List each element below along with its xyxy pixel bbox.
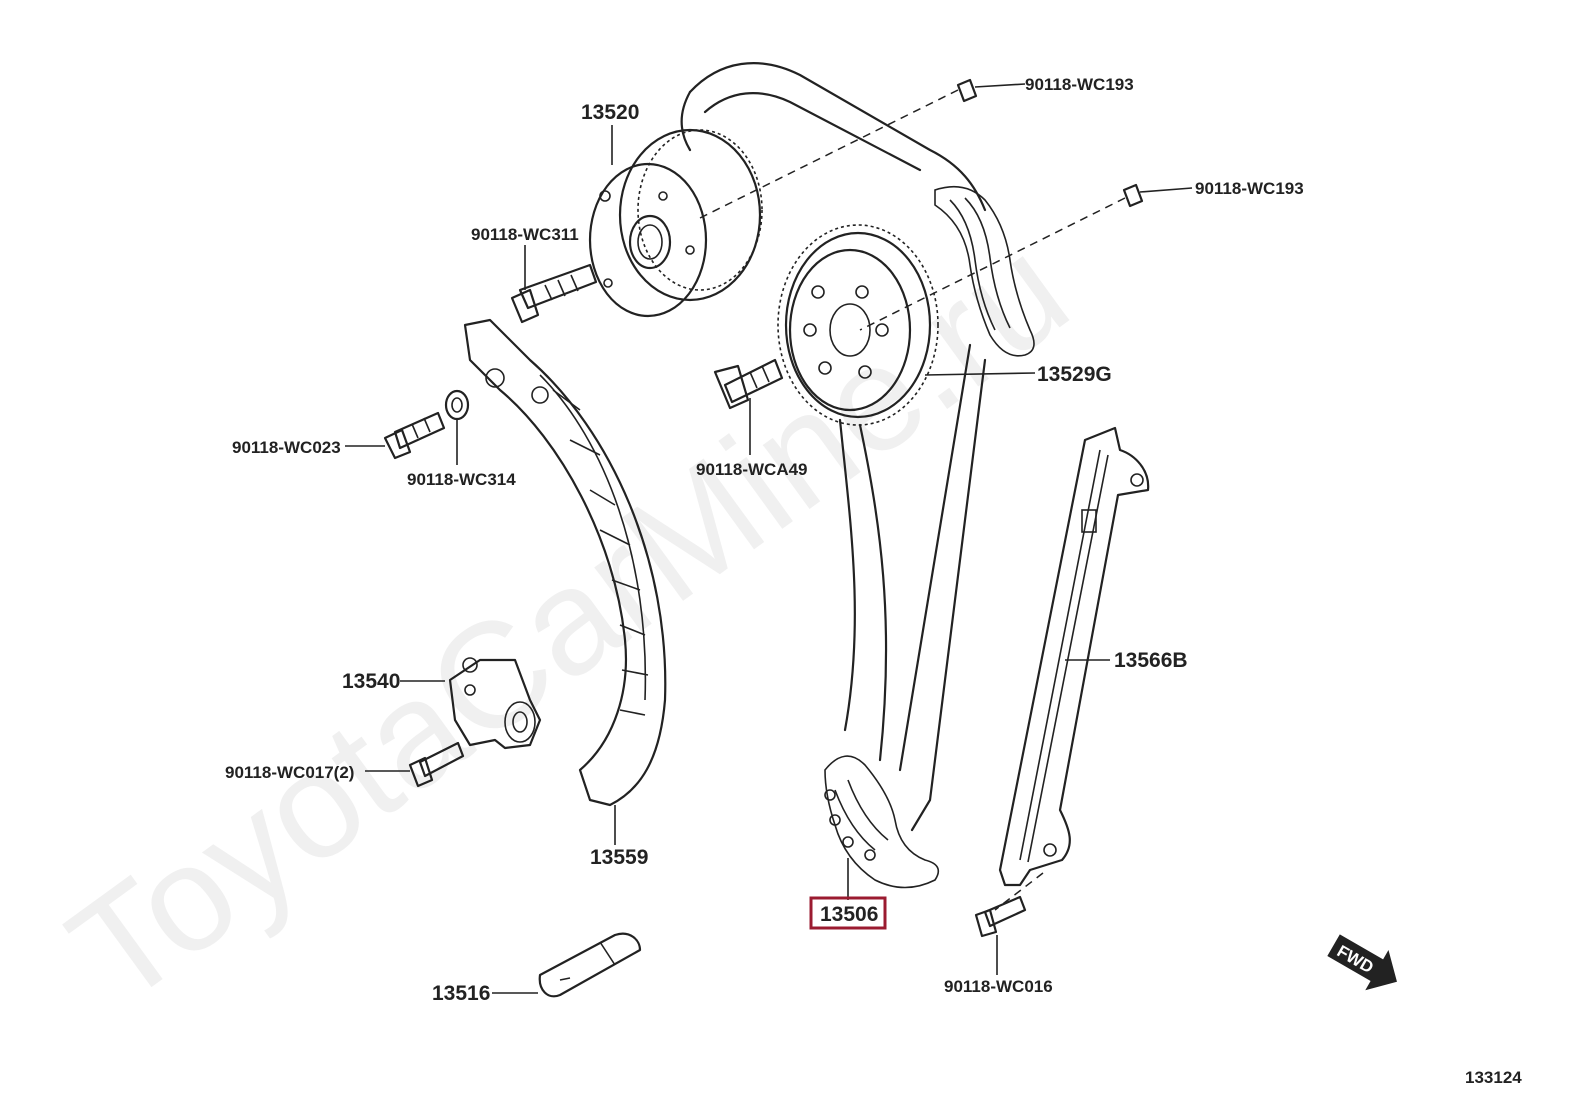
label-13529g: 13529G <box>1037 363 1112 386</box>
chain-guide-13559 <box>463 318 667 807</box>
label-90118-wc017: 90118-WC017(2) <box>225 763 354 782</box>
highlight-box-13506 <box>809 896 887 930</box>
dowel-90118-wc193-a <box>956 78 978 103</box>
washer-90118-wc314 <box>444 389 470 421</box>
cam-timing-gear-13520 <box>588 128 763 318</box>
bolt-90118-wc017 <box>408 741 465 788</box>
label-90118-wc314: 90118-WC314 <box>407 470 516 489</box>
label-13566b: 13566B <box>1114 649 1188 672</box>
bolt-90118-wca49 <box>713 358 784 410</box>
label-90118-wca49: 90118-WCA49 <box>696 460 808 479</box>
pin-13516 <box>538 932 642 998</box>
bolt-90118-wc311 <box>510 263 598 324</box>
timing-chain-drawing <box>680 62 1035 889</box>
watermark: ToyotaCarMine.ru <box>40 204 1096 1036</box>
label-90118-wc193-a: 90118-WC193 <box>1025 75 1134 94</box>
label-90118-wc023: 90118-WC023 <box>232 438 341 457</box>
label-13516: 13516 <box>432 982 490 1005</box>
dowel-90118-wc193-b <box>1122 183 1144 208</box>
cam-sprocket-13529g <box>777 224 939 426</box>
chain-tensioner-13540 <box>448 657 542 750</box>
label-90118-wc016: 90118-WC016 <box>944 977 1053 996</box>
label-90118-wc193-b: 90118-WC193 <box>1195 179 1304 198</box>
fwd-arrow-icon: FWD <box>1327 934 1397 991</box>
bolt-90118-wc023 <box>383 411 446 460</box>
figure-number: 133124 <box>1465 1068 1522 1087</box>
label-13506[interactable]: 13506 <box>820 903 878 926</box>
label-13559: 13559 <box>590 846 648 869</box>
label-90118-wc311: 90118-WC311 <box>471 225 579 244</box>
label-13520: 13520 <box>581 101 639 124</box>
chain-guide-13566b <box>998 426 1150 887</box>
bolt-90118-wc016 <box>974 895 1027 938</box>
label-13540: 13540 <box>342 670 400 693</box>
